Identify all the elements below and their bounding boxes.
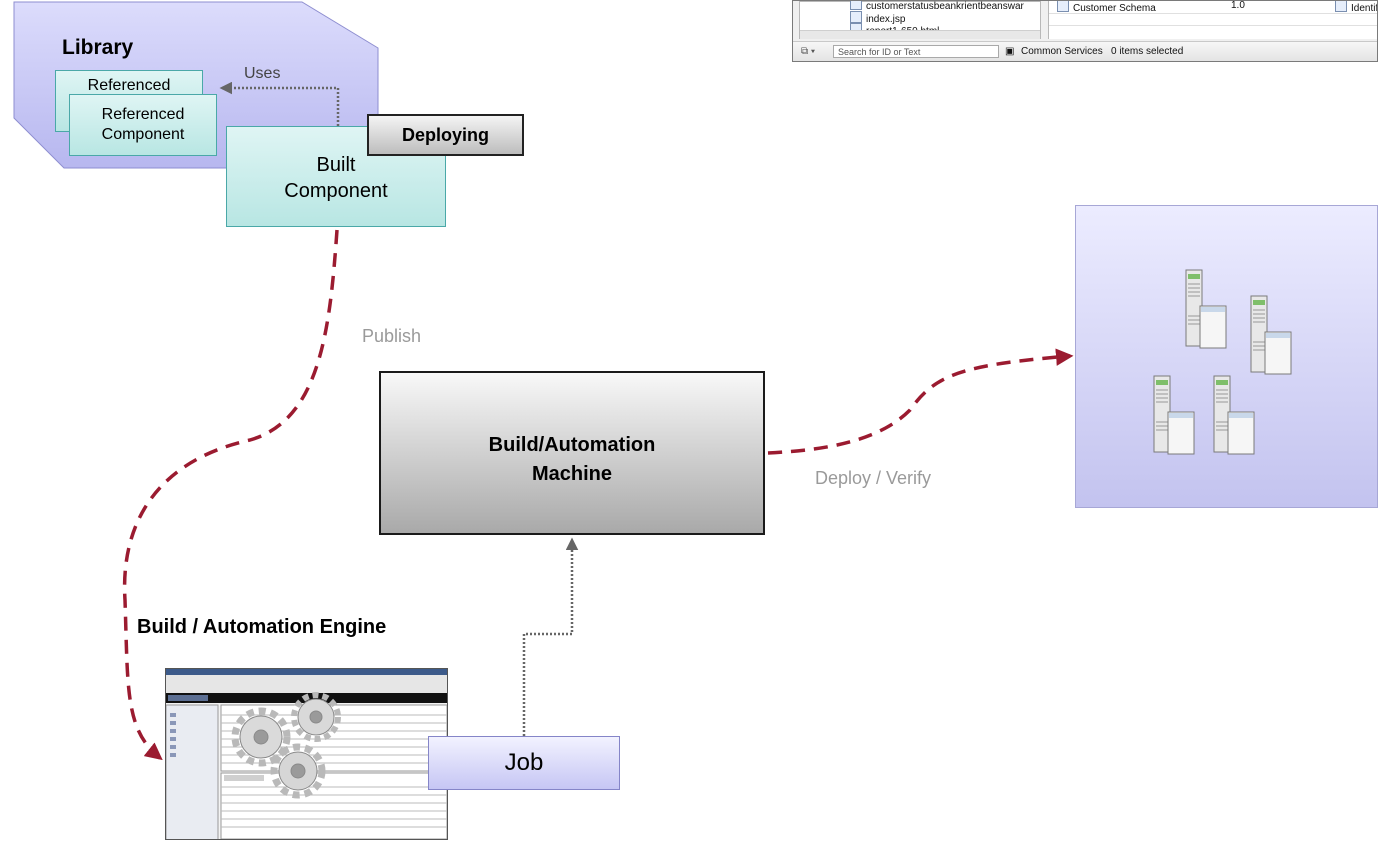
publish-label: Publish: [362, 326, 422, 346]
deploy-verify-label: Deploy / Verify: [815, 468, 932, 488]
job-connector: [522, 537, 579, 736]
jsp-file-icon: [850, 11, 862, 23]
search-input[interactable]: Search for ID or Text: [833, 45, 999, 58]
results-table: Customer Schema 1.0 Identifi: [1048, 0, 1377, 39]
table-cell-type: Identifi: [1335, 1, 1377, 14]
library-title: Library: [62, 36, 134, 59]
machine-label-1: Build/Automation: [488, 434, 656, 456]
uses-connector: [219, 81, 340, 126]
horizontal-scrollbar[interactable]: [800, 30, 1040, 39]
server-cluster-icon: [1153, 269, 1292, 455]
scope-label[interactable]: Common Services: [1021, 46, 1103, 57]
publish-connector: [122, 229, 339, 761]
gears-icon: [231, 692, 341, 799]
referenced-front-label-2: Component: [101, 126, 185, 143]
referenced-back-label: Referenced: [87, 77, 171, 94]
engine-ui-thumbnail: [166, 669, 447, 839]
table-divider: [1049, 25, 1377, 26]
server-icon: [1213, 375, 1255, 455]
referenced-component-front: Referenced Component: [69, 94, 217, 156]
file-icon: [850, 1, 862, 10]
tool-window-fragment: customerstatusbeankrientbeanswar index.j…: [792, 0, 1378, 62]
built-label-1: Built: [316, 154, 356, 176]
selection-status: 0 items selected: [1111, 46, 1184, 57]
tree-item[interactable]: index.jsp: [850, 11, 905, 25]
services-icon: ▣: [1005, 46, 1015, 57]
project-tree: customerstatusbeankrientbeanswar index.j…: [799, 1, 1041, 39]
build-automation-machine: Build/Automation Machine: [379, 371, 765, 535]
machine-label-2: Machine: [531, 463, 613, 485]
tree-item[interactable]: customerstatusbeankrientbeanswar: [850, 1, 1024, 12]
uses-label: Uses: [244, 65, 281, 82]
job-box: Job: [428, 736, 620, 790]
deployment-target: [1075, 205, 1378, 508]
engine-screenshot-thumbnail: [165, 668, 448, 840]
server-icon: [1250, 295, 1292, 375]
schema-icon: [1057, 1, 1069, 12]
identifier-icon: [1335, 1, 1347, 12]
server-icon: [1153, 375, 1195, 455]
server-icon: [1185, 269, 1227, 349]
referenced-front-label-1: Referenced: [101, 106, 185, 123]
deploying-badge: Deploying: [367, 114, 524, 156]
table-row[interactable]: Customer Schema: [1057, 1, 1156, 14]
search-options-icon[interactable]: ⧉ ▾: [801, 46, 816, 57]
built-label-2: Component: [284, 180, 388, 202]
table-divider: [1049, 13, 1377, 14]
table-cell-version: 1.0: [1231, 0, 1245, 11]
deploy-verify-connector: [767, 348, 1074, 455]
status-bar: ⧉ ▾ Search for ID or Text ▣ Common Servi…: [793, 41, 1377, 61]
engine-label: Build / Automation Engine: [137, 616, 387, 638]
